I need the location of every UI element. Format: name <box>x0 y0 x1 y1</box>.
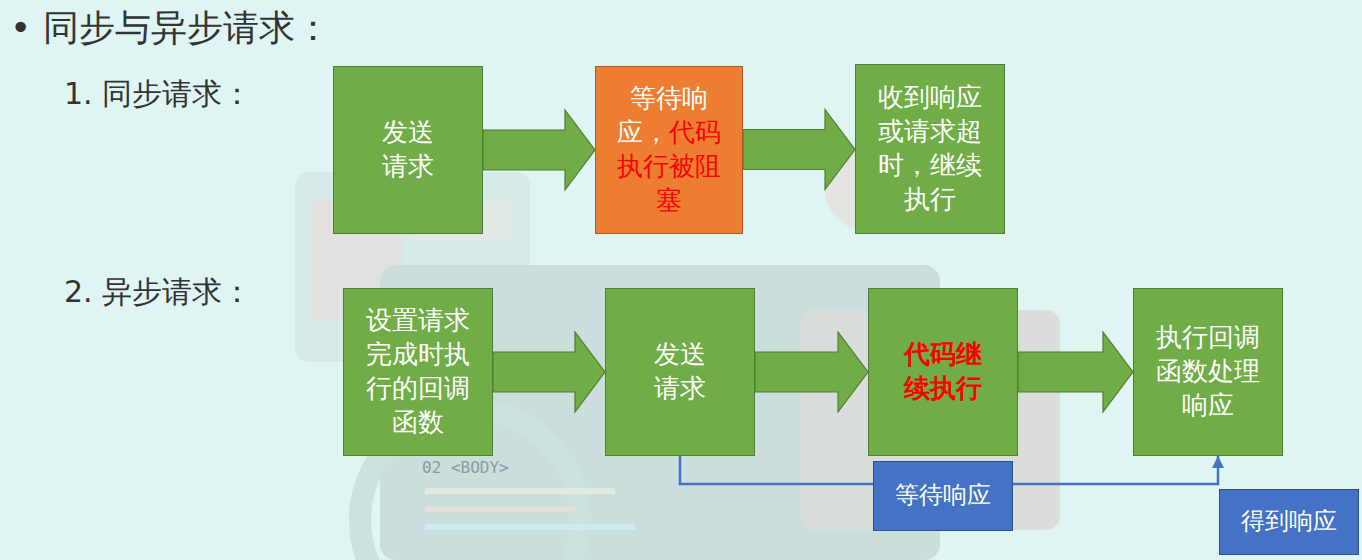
node-text: 执行回调函数处理响应 <box>1156 322 1260 420</box>
blocked-box: 等待响应，代码执行被阻塞 <box>595 66 743 234</box>
process-box: 设置请求完成时执行的回调函数 <box>343 288 493 456</box>
watermark-text: 02 <BODY> <box>422 458 509 477</box>
node-text: 得到响应 <box>1241 507 1337 535</box>
block-arrow <box>755 332 868 412</box>
node-text-wrap: 发送请求 <box>648 338 712 406</box>
node-text-wrap: 设置请求完成时执行的回调函数 <box>364 304 472 439</box>
node-text-wrap: 执行回调函数处理响应 <box>1154 321 1262 422</box>
process-box: 代码继续执行 <box>868 288 1018 456</box>
block-arrow <box>493 332 605 412</box>
process-box: 发送请求 <box>605 288 755 456</box>
node-text: 等待响应 <box>895 481 991 509</box>
title: • 同步与异步请求： <box>10 4 331 53</box>
node-text-wrap: 代码继续执行 <box>901 338 985 406</box>
section-label: 2. 异步请求： <box>64 272 252 313</box>
node-text-wrap: 得到响应 <box>1241 506 1337 537</box>
section-label: 1. 同步请求： <box>64 74 252 115</box>
node-text: 收到响应或请求超时，继续执行 <box>878 82 982 213</box>
process-box: 发送请求 <box>333 66 483 234</box>
node-text-wrap: 等待响应 <box>895 480 991 511</box>
node-text: 设置请求完成时执行的回调函数 <box>366 305 470 436</box>
response-tag: 得到响应 <box>1219 489 1359 555</box>
block-arrow <box>1018 332 1133 412</box>
block-arrow <box>483 110 595 190</box>
emphasis-text: 代码继续执行 <box>904 339 982 403</box>
node-text-wrap: 等待响应，代码执行被阻塞 <box>615 82 723 217</box>
process-box: 执行回调函数处理响应 <box>1133 288 1283 456</box>
process-box: 收到响应或请求超时，继续执行 <box>855 64 1005 234</box>
node-text: 发送请求 <box>654 339 706 403</box>
wait-tag: 等待响应 <box>873 461 1013 531</box>
node-text-wrap: 发送请求 <box>376 116 440 184</box>
node-text-wrap: 收到响应或请求超时，继续执行 <box>876 81 984 216</box>
block-arrow <box>743 110 855 190</box>
node-text: 发送请求 <box>382 117 434 181</box>
